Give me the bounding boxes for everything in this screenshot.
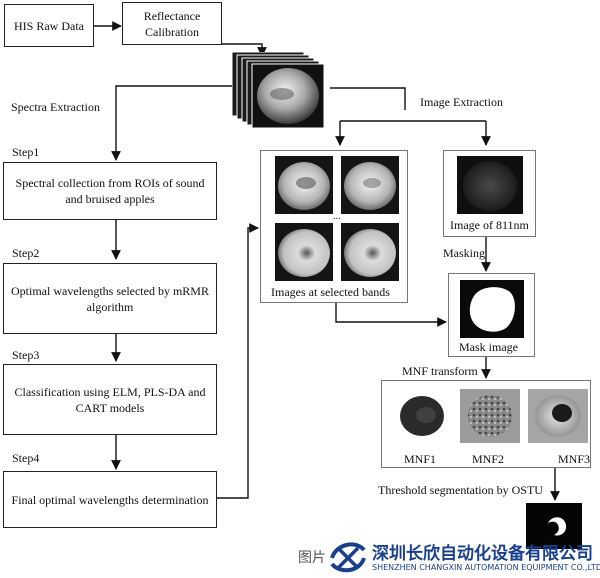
- watermark-company-cn: 深圳长欣自动化设备有限公司: [372, 544, 593, 564]
- step1-text: Spectral collection from ROIs of sound a…: [15, 176, 205, 206]
- apple-811nm-image: [457, 156, 523, 214]
- step1-label: Step1: [12, 145, 40, 159]
- image-811-frame: Image of 811nm: [443, 150, 536, 237]
- mnf3-caption: MNF3: [558, 452, 591, 466]
- mnf1-caption: MNF1: [404, 452, 437, 466]
- step4-label: Step4: [12, 451, 40, 465]
- masking-label: Masking: [443, 246, 485, 260]
- threshold-result-image: [526, 503, 582, 549]
- step2-box: Optimal wavelengths selected by mRMR alg…: [3, 263, 217, 334]
- step2-text: Optimal wavelengths selected by mRMR alg…: [11, 283, 209, 314]
- mask-image: [460, 280, 524, 338]
- mnf1-image: [392, 389, 452, 443]
- reflectance-calibration-text: Reflectance Calibration: [143, 8, 201, 39]
- hyperspectral-cube-image: [231, 51, 332, 134]
- mnf-transform-label: MNF transform: [402, 364, 478, 378]
- watermark-prefix: 图片: [298, 550, 326, 566]
- apple-band-image-3: [275, 223, 333, 281]
- mask-image-frame: Mask image: [448, 273, 535, 357]
- image-811-caption: Image of 811nm: [450, 218, 529, 232]
- step3-label: Step3: [12, 348, 40, 362]
- image-extraction-label: Image Extraction: [420, 95, 503, 109]
- his-raw-data-text: HIS Raw Data: [14, 18, 84, 33]
- step1-box: Spectral collection from ROIs of sound a…: [3, 162, 217, 220]
- arrow-step4-to-selected-bands: [217, 223, 259, 499]
- ellipsis-text: ...: [333, 211, 341, 222]
- company-logo-icon: [330, 542, 366, 573]
- reflectance-calibration-box: Reflectance Calibration: [122, 2, 222, 45]
- spectra-extraction-label: Spectra Extraction: [11, 100, 100, 114]
- his-raw-data-box: HIS Raw Data: [4, 4, 94, 47]
- selected-bands-caption: Images at selected bands: [271, 285, 390, 299]
- mnf-frame: MNF1 MNF2 MNF3: [381, 380, 591, 468]
- threshold-label: Threshold segmentation by OSTU: [378, 483, 543, 497]
- mnf3-image: [528, 389, 588, 443]
- step4-text: Final optimal wavelengths determination: [11, 492, 209, 507]
- apple-band-image-1: [275, 156, 333, 214]
- step4-box: Final optimal wavelengths determination: [3, 471, 217, 528]
- arrow-bands-to-mask: [335, 303, 447, 327]
- step3-box: Classification using ELM, PLS-DA and CAR…: [3, 364, 217, 435]
- arrow-cube-to-step1: [111, 85, 232, 161]
- selected-bands-frame: ... Images at selected bands: [260, 150, 408, 303]
- step3-text: Classification using ELM, PLS-DA and CAR…: [14, 384, 206, 415]
- apple-band-image-2: [341, 156, 399, 214]
- mask-image-caption: Mask image: [459, 340, 518, 354]
- mnf2-caption: MNF2: [472, 452, 505, 466]
- apple-band-image-4: [341, 223, 399, 281]
- mnf2-image: [460, 389, 520, 443]
- watermark-company-en: SHENZHEN CHANGXIN AUTOMATION EQUIPMENT C…: [372, 563, 600, 572]
- line-cube-to-image-extraction: [330, 87, 406, 110]
- step2-label: Step2: [12, 246, 40, 260]
